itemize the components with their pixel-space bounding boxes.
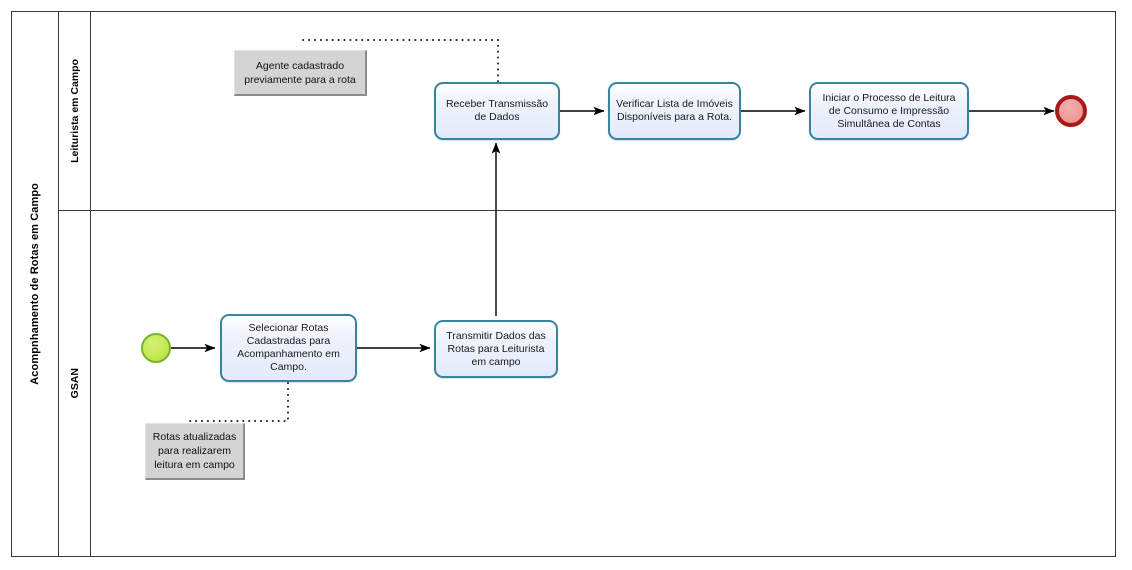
task-selecionar-rotas[interactable]: Selecionar Rotas Cadastradas para Acompa… — [220, 314, 357, 382]
task-iniciar-processo[interactable]: Iniciar o Processo de Leitura de Consumo… — [809, 82, 969, 140]
task-verificar-lista[interactable]: Verificar Lista de Imóveis Disponíveis p… — [608, 82, 741, 140]
pool-title: Acompnhamento de Rotas em Campo — [11, 11, 59, 557]
start-event[interactable] — [141, 333, 171, 363]
task-selecionar-rotas-label: Selecionar Rotas Cadastradas para Acompa… — [237, 322, 340, 373]
lane-divider — [59, 210, 1116, 211]
lane-label-gsan: GSAN — [59, 210, 91, 557]
task-receber-transmissao[interactable]: Receber Transmissão de Dados — [434, 82, 560, 140]
task-transmitir-dados[interactable]: Transmitir Dados das Rotas para Leituris… — [434, 320, 558, 378]
lane-gsan — [59, 210, 1116, 557]
annotation-rotas-atualizadas-text: Rotas atualizadas para realizarem leitur… — [152, 431, 237, 471]
task-receber-transmissao-label: Receber Transmissão de Dados — [445, 98, 549, 123]
annotation-rotas-atualizadas: Rotas atualizadas para realizarem leitur… — [145, 423, 245, 480]
pool-title-label: Acompnhamento de Rotas em Campo — [28, 183, 41, 385]
task-verificar-lista-label: Verificar Lista de Imóveis Disponíveis p… — [616, 98, 733, 123]
annotation-agente-cadastrado-text: Agente cadastrado previamente para a rot… — [244, 59, 356, 86]
task-iniciar-processo-label: Iniciar o Processo de Leitura de Consumo… — [822, 91, 956, 130]
lane-label-gsan-text: GSAN — [68, 368, 81, 399]
end-event[interactable] — [1055, 95, 1087, 127]
task-transmitir-dados-label: Transmitir Dados das Rotas para Leituris… — [446, 329, 546, 368]
lane-label-leiturista-text: Leiturista em Campo — [68, 58, 81, 163]
lane-label-leiturista: Leiturista em Campo — [59, 11, 91, 210]
annotation-agente-cadastrado: Agente cadastrado previamente para a rot… — [234, 50, 367, 96]
